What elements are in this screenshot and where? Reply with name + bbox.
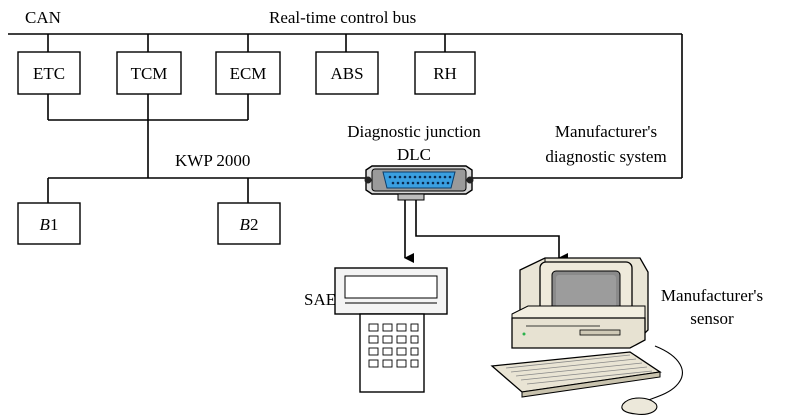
- manufacturer-system-label-2: diagnostic system: [545, 147, 666, 166]
- rh-module: RH: [414, 51, 476, 95]
- ecm-module: ECM: [215, 51, 281, 95]
- b2-number: 2: [250, 215, 259, 234]
- dlc-to-sensor-cable: [415, 200, 568, 263]
- b1-number: 1: [50, 215, 59, 234]
- rh-label: RH: [433, 64, 457, 83]
- svg-text:B1: B1: [40, 215, 59, 234]
- tcm-module: TCM: [116, 51, 182, 95]
- sensor-label-2: sensor: [690, 309, 734, 328]
- b1-italic: B: [40, 215, 51, 234]
- abs-module: ABS: [315, 51, 379, 95]
- diagnostic-junction-label: Diagnostic junction: [347, 122, 481, 141]
- realtime-bus-label: Real-time control bus: [269, 8, 416, 27]
- tcm-label: TCM: [131, 64, 168, 83]
- kwp2000-bus: [47, 177, 682, 203]
- ecm-label: ECM: [230, 64, 267, 83]
- can-bus-link: [47, 94, 249, 178]
- realtime-control-bus: [8, 33, 683, 178]
- b2-italic: B: [240, 215, 251, 234]
- etc-label: ETC: [33, 64, 65, 83]
- sae-label: SAE: [304, 290, 336, 309]
- etc-module: ETC: [17, 51, 81, 95]
- dlc-connector-icon: [364, 165, 474, 201]
- b1-module: B1: [17, 202, 81, 245]
- dlc-label: DLC: [397, 145, 431, 164]
- can-label: CAN: [25, 8, 61, 27]
- kwp-label: KWP 2000: [175, 151, 250, 170]
- svg-text:B2: B2: [240, 215, 259, 234]
- b2-module: B2: [217, 202, 281, 245]
- sae-scan-tool-icon: [334, 267, 448, 393]
- abs-label: ABS: [330, 64, 363, 83]
- manufacturer-system-label-1: Manufacturer's: [555, 122, 657, 141]
- sensor-label-1: Manufacturer's: [661, 286, 763, 305]
- computer-icon: [490, 257, 683, 415]
